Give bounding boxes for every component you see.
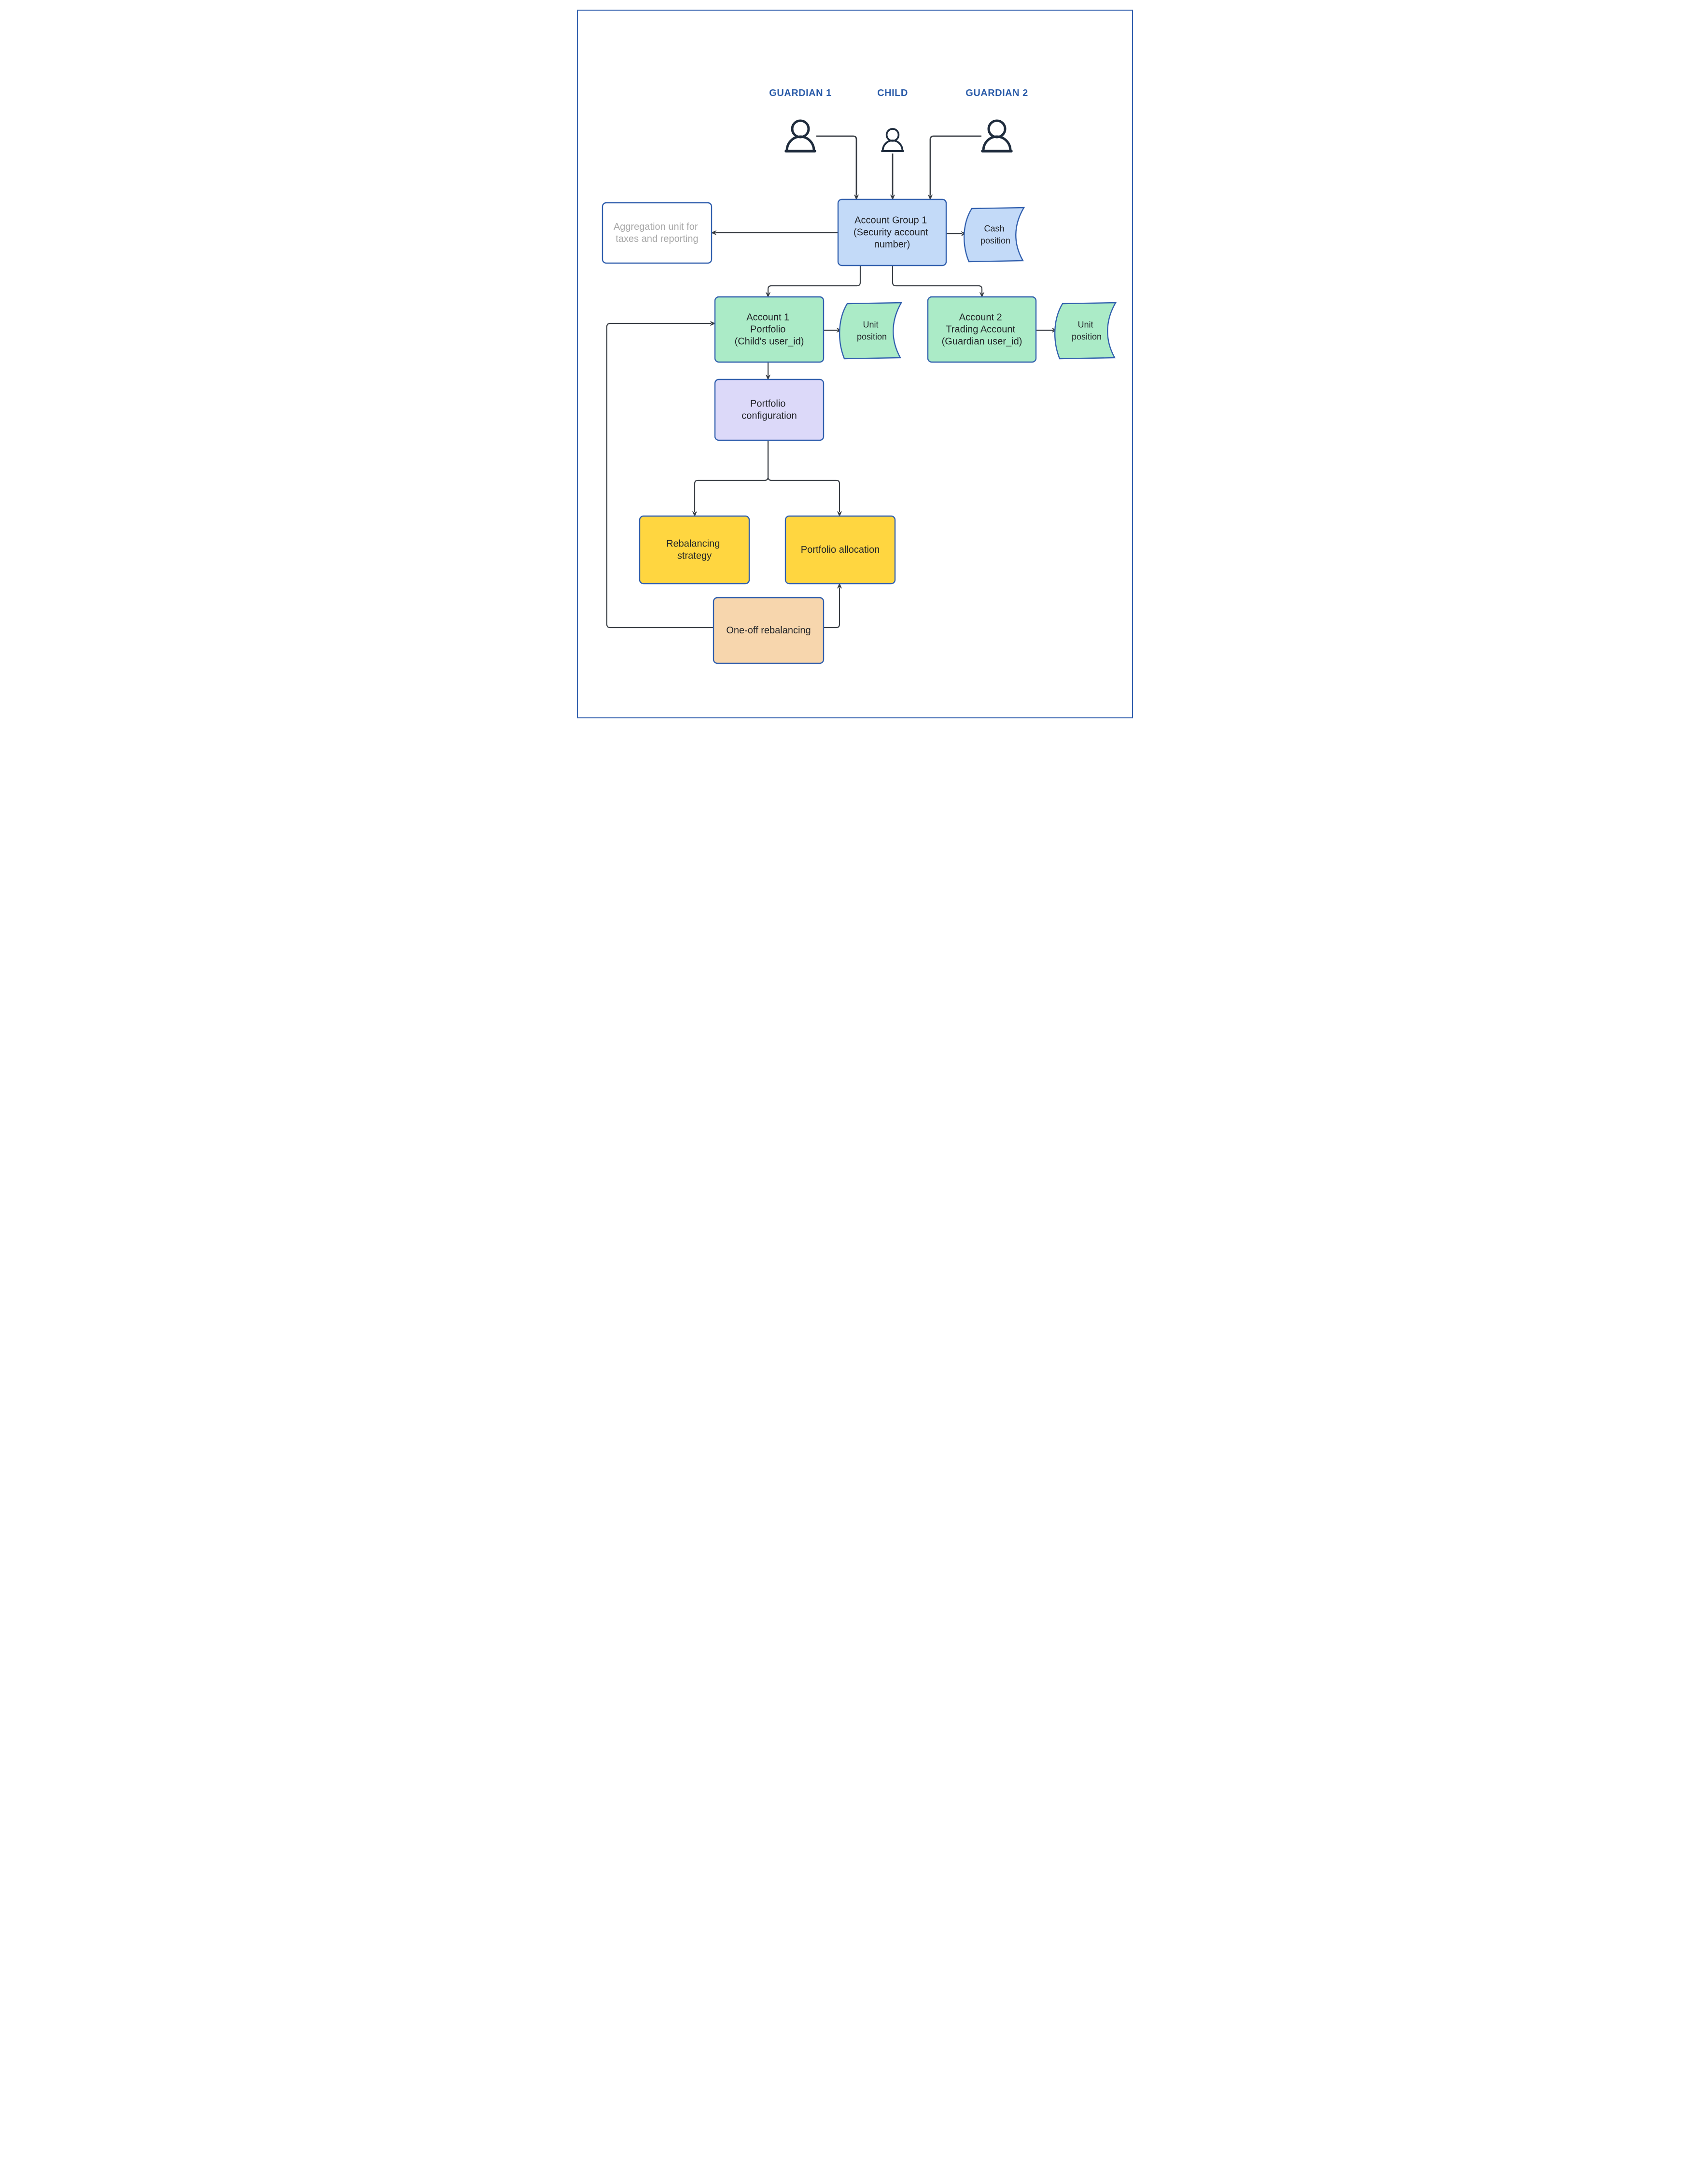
node-one-off-rebalancing: One-off rebalancing: [713, 597, 824, 664]
rebalancing-strategy-box: [639, 515, 750, 585]
aggregation-unit-box: [602, 202, 712, 264]
edge-portfolio-configuration-to-portfolio-allocation: [767, 440, 842, 517]
child-person-icon: [882, 129, 903, 151]
node-account-group-1: Account Group 1 (Security account number…: [837, 198, 947, 266]
unit-position-2-banner: [1054, 302, 1117, 360]
cash-position-banner: [963, 207, 1025, 263]
edge-one-off-to-account1: [606, 321, 716, 629]
portfolio-configuration-box: [714, 378, 824, 441]
account-1-box: [714, 296, 824, 363]
node-rebalancing-strategy: Rebalancing strategy: [639, 515, 750, 585]
account-group-1-box: [837, 198, 947, 266]
portfolio-allocation-label: Portfolio allocation: [800, 545, 879, 555]
cash-position-label: Cash position: [980, 224, 1010, 246]
account-1-label: Account 1 Portfolio (Child's user_id): [734, 312, 804, 347]
unit-position-2-label: Unit position: [1071, 320, 1101, 342]
node-unit-position-2: Unit position: [1054, 302, 1117, 360]
account-2-box: [927, 296, 1036, 363]
portfolio-allocation-box: [784, 515, 895, 585]
node-unit-position-1: Unit position: [839, 302, 902, 360]
portfolio-configuration-label: Portfolio configuration: [742, 399, 797, 421]
edge-guardian2-to-account-group: [927, 135, 981, 200]
unit-position-1-label: Unit position: [856, 320, 886, 342]
node-portfolio-configuration: Portfolio configuration: [714, 378, 824, 441]
one-off-rebalancing-box: [713, 597, 824, 664]
label-child: CHILD: [877, 88, 908, 98]
rebalancing-strategy-label: Rebalancing strategy: [666, 539, 723, 561]
page-frame: [576, 10, 1133, 718]
node-portfolio-allocation: Portfolio allocation: [784, 515, 895, 585]
guardian-2-person-icon: [982, 121, 1011, 151]
edge-portfolio-configuration-to-rebalancing-strategy: [692, 440, 769, 517]
node-account-1: Account 1 Portfolio (Child's user_id): [714, 296, 824, 363]
edge-one-off-to-portfolio-allocation: [823, 583, 842, 629]
edge-account-group-to-account2: [892, 266, 984, 298]
guardian-1-person-icon: [786, 121, 815, 151]
node-cash-position: Cash position: [963, 207, 1025, 263]
edge-account-group-to-account1: [765, 266, 861, 298]
label-guardian-2: GUARDIAN 2: [965, 88, 1028, 98]
diagram-canvas: GUARDIAN 1 CHILD GUARDIAN 2 Aggregation …: [569, 0, 1138, 728]
account-group-1-label: Account Group 1 (Security account number…: [853, 215, 930, 250]
unit-position-1-banner: [839, 302, 902, 360]
aggregation-unit-label: Aggregation unit for taxes and reporting: [613, 222, 700, 244]
node-aggregation-unit: Aggregation unit for taxes and reporting: [602, 202, 712, 264]
one-off-rebalancing-label: One-off rebalancing: [726, 625, 811, 636]
account-2-label: Account 2 Trading Account (Guardian user…: [941, 312, 1022, 347]
label-guardian-1: GUARDIAN 1: [769, 88, 831, 98]
node-account-2: Account 2 Trading Account (Guardian user…: [927, 296, 1036, 363]
edge-guardian1-to-account-group: [816, 135, 859, 200]
